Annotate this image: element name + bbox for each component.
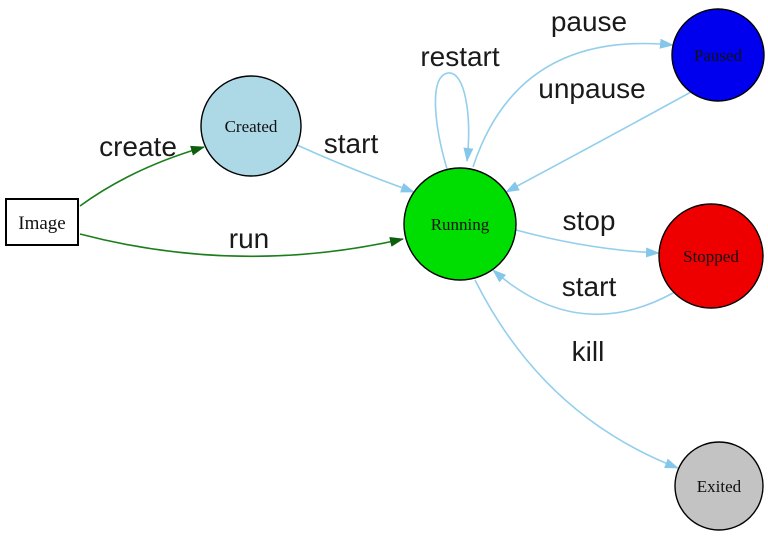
edge-label-unpause: unpause xyxy=(538,73,645,104)
node-created xyxy=(200,75,302,177)
node-label-image: Image xyxy=(18,213,65,234)
edge-label-pause: pause xyxy=(551,6,627,37)
node-label-exited: Exited xyxy=(697,477,742,496)
node-running xyxy=(403,167,517,281)
edge-label-kill: kill xyxy=(572,336,605,367)
edge-label-create: create xyxy=(99,131,177,162)
edge-label-start: start xyxy=(324,128,379,159)
edge-label-run: run xyxy=(229,223,269,254)
edge-label-stop: stop xyxy=(563,205,616,236)
node-stopped xyxy=(658,203,764,309)
edge-start xyxy=(296,144,415,193)
edge-label-start-again: start xyxy=(562,271,617,302)
node-exited xyxy=(674,441,764,531)
node-label-running: Running xyxy=(431,215,490,234)
node-paused xyxy=(671,8,765,102)
edge-pause xyxy=(472,38,674,168)
edge-start-again xyxy=(492,269,674,316)
edge-create xyxy=(79,145,205,207)
edge-stop xyxy=(515,229,660,258)
edge-kill xyxy=(474,279,679,469)
node-image xyxy=(5,198,79,246)
edge-label-restart: restart xyxy=(420,41,500,72)
node-label-stopped: Stopped xyxy=(683,247,739,266)
edge-unpause xyxy=(505,91,692,193)
edge-restart-self-loop xyxy=(434,72,474,170)
edge-run xyxy=(79,233,404,258)
node-label-paused: Paused xyxy=(694,46,743,65)
node-label-created: Created xyxy=(225,117,278,136)
